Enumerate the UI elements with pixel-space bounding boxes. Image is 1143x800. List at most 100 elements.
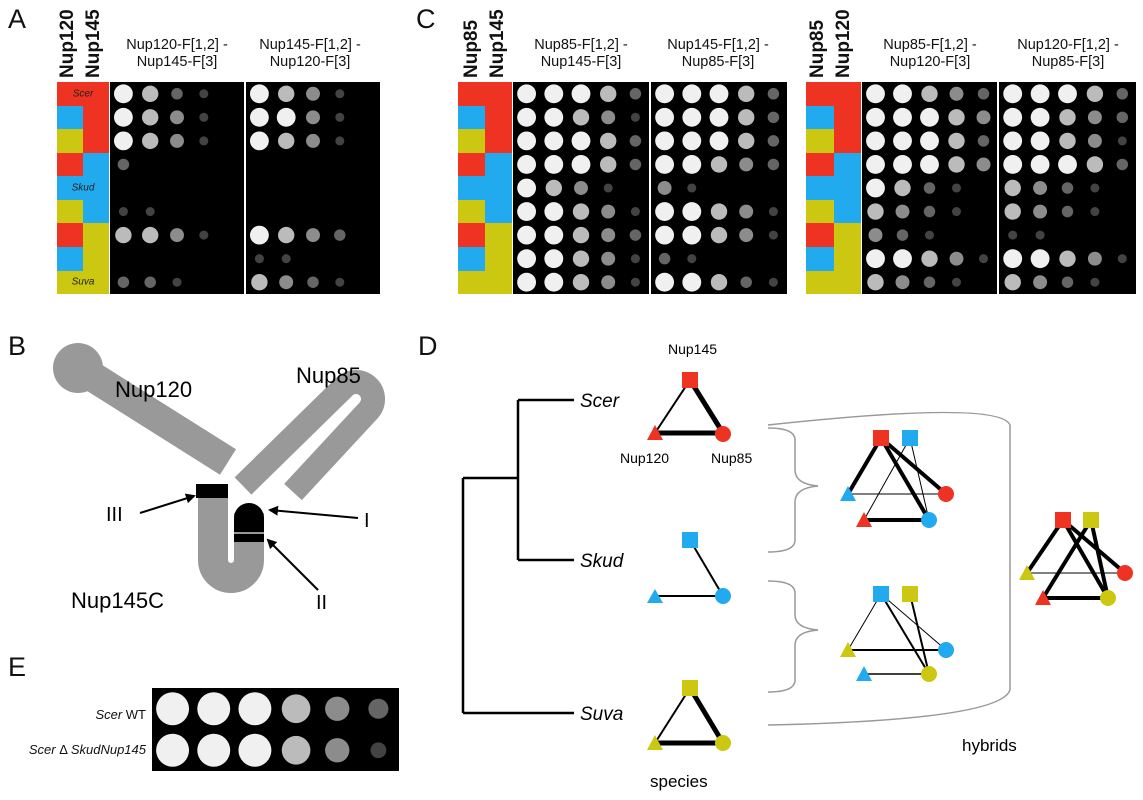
- yeast-spot: [517, 202, 537, 221]
- yeast-spot: [893, 84, 912, 104]
- node-label-nup85: Nup85: [711, 450, 752, 466]
- key-row: [458, 105, 512, 130]
- key-row: [57, 152, 109, 177]
- yeast-spot: [117, 158, 130, 171]
- yeast-spot: [920, 107, 939, 127]
- nup84-y-complex-schematic: Nup120 Nup85 Nup145C III I II: [53, 343, 385, 614]
- nup85-circle-icon: [1100, 590, 1116, 606]
- yeast-spot: [170, 228, 184, 243]
- yeast-spot: [1086, 85, 1104, 102]
- yeast-spot: [199, 89, 209, 99]
- yeast-spot: [281, 254, 291, 264]
- nup85-circle-icon: [938, 486, 954, 502]
- key-row: [458, 152, 512, 177]
- yeast-spot: [739, 228, 754, 243]
- key-row: [57, 246, 109, 271]
- nup85-hairpin: [234, 370, 385, 501]
- yeast-spot: [601, 204, 616, 219]
- yeast-spot: [325, 738, 350, 763]
- yeast-spot: [1090, 207, 1100, 217]
- yeast-spot: [571, 84, 591, 104]
- suva-interaction-triangle: [647, 680, 731, 751]
- col-header-nup145: Nup145: [83, 9, 104, 78]
- nup145-square-icon: [682, 372, 698, 388]
- nup120-triangle-icon: [840, 486, 856, 501]
- yeast-spot: [118, 207, 128, 217]
- yeast-spot: [117, 276, 130, 288]
- yeast-spot: [306, 133, 320, 148]
- yeast-spot: [1033, 275, 1048, 290]
- yeast-spot: [710, 226, 728, 244]
- yeast-spot: [1058, 84, 1077, 104]
- yeast-spot: [924, 230, 935, 240]
- yeast-spot: [1004, 203, 1021, 220]
- yeast-spot: [370, 742, 387, 759]
- yeast-spot: [544, 107, 564, 127]
- strain-label-scer-delta: Scer Δ SkudNup145: [28, 742, 146, 757]
- yeast-spot: [572, 203, 590, 220]
- yeast-spot: [682, 107, 702, 127]
- panel-label-d: D: [418, 331, 438, 361]
- yeast-spot: [739, 204, 754, 219]
- yeast-spot: [867, 203, 884, 220]
- nup120-triangle-icon: [840, 642, 856, 657]
- yeast-spot: [544, 202, 564, 221]
- species-caption: species: [650, 772, 708, 791]
- spot-plate-c3: [862, 82, 997, 294]
- yeast-spot: [1117, 254, 1127, 264]
- key-species-label: Scer: [72, 88, 94, 100]
- yeast-spot: [281, 735, 311, 765]
- yeast-spot: [517, 155, 537, 174]
- yeast-spot: [572, 274, 590, 291]
- yeast-spot: [115, 226, 132, 244]
- yeast-spot: [545, 179, 562, 197]
- yeast-spot: [1061, 205, 1074, 218]
- col-header-nup145-g1: Nup145: [487, 9, 508, 78]
- key-row: [57, 129, 109, 153]
- label-nup145c: Nup145C: [71, 588, 164, 613]
- key-row: [806, 82, 861, 106]
- spot-plate-c2: [651, 82, 787, 294]
- yeast-spot: [629, 158, 642, 171]
- hybrids-caption: hybrids: [962, 736, 1017, 755]
- yeast-spot: [517, 84, 537, 104]
- yeast-spot: [976, 110, 991, 125]
- yeast-spot: [655, 131, 675, 151]
- nup85-circle-icon: [1117, 565, 1133, 581]
- yeast-spot: [866, 107, 885, 127]
- yeast-spot: [1117, 136, 1127, 146]
- nup85-circle-icon: [715, 426, 731, 442]
- label-region-iii: III: [106, 504, 123, 526]
- yeast-spot: [601, 228, 616, 243]
- key-row: [458, 199, 512, 224]
- yeast-spot: [655, 107, 675, 127]
- yeast-spot: [948, 156, 965, 173]
- yeast-spot: [1086, 156, 1104, 173]
- region-ii-band: [234, 534, 264, 542]
- hybrid-scer-skud: [840, 430, 954, 528]
- hybrid-skud-suva: [840, 586, 954, 682]
- key-row: [57, 223, 109, 247]
- nup85-circle-icon: [921, 666, 937, 682]
- yeast-spot: [600, 132, 617, 150]
- nup120-triangle-icon: [856, 512, 872, 527]
- key-row: [806, 246, 861, 271]
- nup120-arm: [74, 357, 236, 475]
- yeast-spot: [630, 207, 640, 217]
- yeast-spot: [768, 230, 778, 240]
- arrow-ii: [266, 538, 319, 591]
- yeast-spot: [768, 207, 778, 217]
- yeast-spot: [866, 155, 885, 174]
- nup120-triangle-icon: [647, 425, 663, 440]
- yeast-spot: [630, 277, 640, 287]
- key-row: [806, 105, 861, 130]
- yeast-spot: [866, 178, 885, 198]
- yeast-spot: [603, 183, 613, 193]
- yeast-spot: [951, 183, 962, 193]
- region-i-block: [234, 503, 264, 532]
- nup145-square-icon: [1055, 512, 1071, 528]
- yeast-spot: [1003, 249, 1023, 269]
- yeast-spot: [517, 225, 537, 245]
- arrow-iii: [139, 493, 196, 514]
